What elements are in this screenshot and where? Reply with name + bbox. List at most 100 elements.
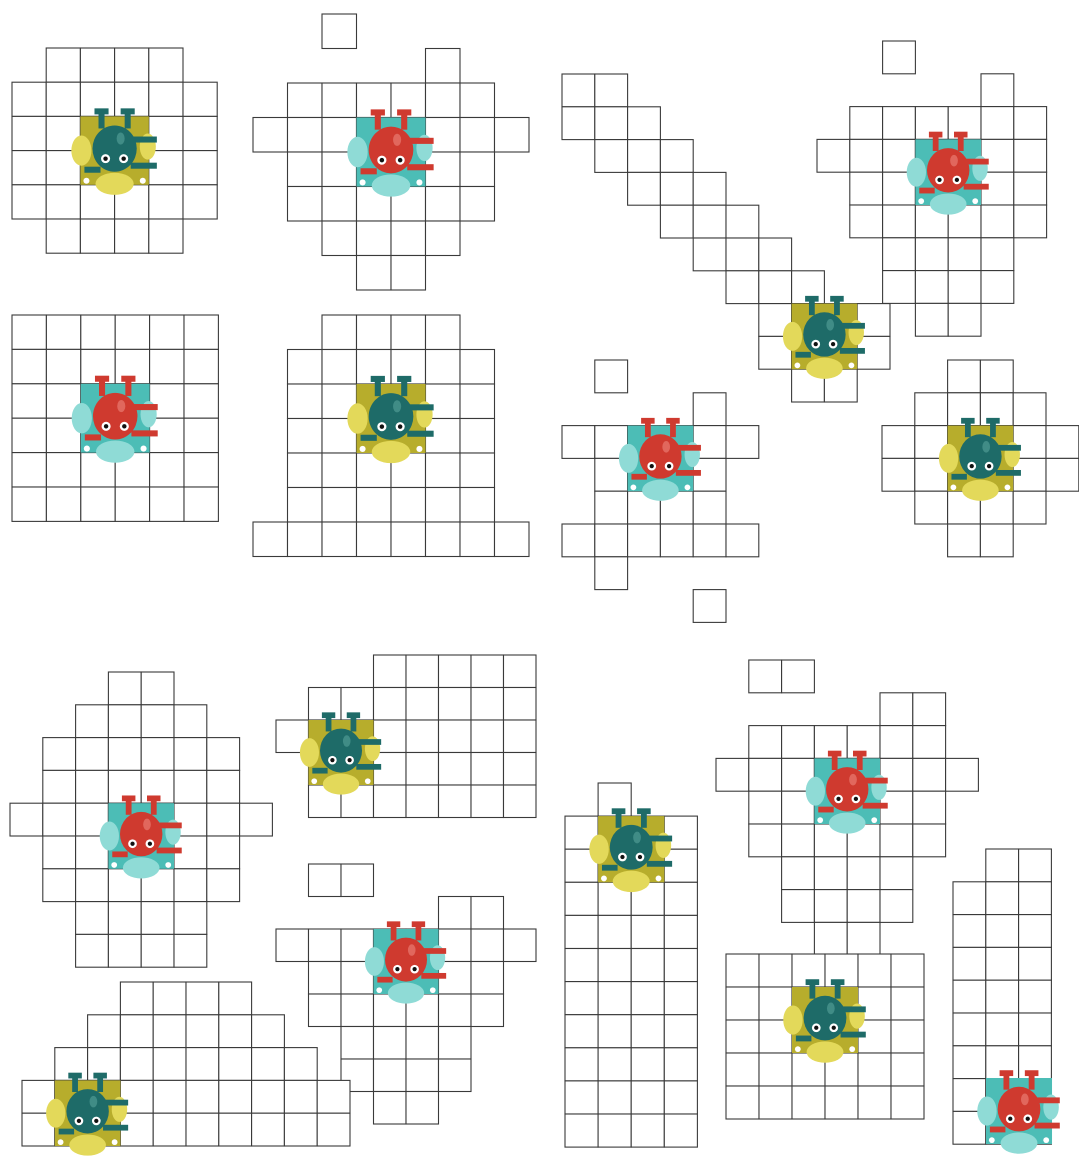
grid-cell[interactable]	[186, 1015, 219, 1048]
grid-cell[interactable]	[12, 315, 46, 349]
grid-cell[interactable]	[948, 303, 981, 336]
grid-cell[interactable]	[913, 693, 946, 726]
grid-cell[interactable]	[439, 994, 472, 1027]
grid-cell[interactable]	[426, 488, 461, 523]
grid-cell[interactable]	[1013, 491, 1046, 524]
grid-cell[interactable]	[726, 238, 759, 271]
grid-cell[interactable]	[426, 522, 461, 557]
grid-cell[interactable]	[565, 882, 598, 915]
grid-cell[interactable]	[628, 107, 661, 140]
grid-cell[interactable]	[120, 1048, 153, 1081]
grid-cell[interactable]	[948, 524, 981, 557]
grid-cell[interactable]	[341, 994, 374, 1027]
grid-cell[interactable]	[460, 384, 495, 419]
grid-cell[interactable]	[149, 219, 183, 253]
grid-cell[interactable]	[726, 987, 759, 1020]
grid-cell[interactable]	[562, 107, 595, 140]
grid-cell[interactable]	[631, 949, 664, 982]
grid-cell[interactable]	[495, 522, 530, 557]
grid-cell[interactable]	[439, 785, 472, 818]
grid-cell[interactable]	[317, 1113, 350, 1146]
grid-cell[interactable]	[88, 1015, 121, 1048]
grid-cell[interactable]	[374, 1027, 407, 1060]
grid-cell[interactable]	[883, 271, 916, 304]
grid-cell[interactable]	[153, 1015, 186, 1048]
grid-cell[interactable]	[749, 758, 782, 791]
grid-cell[interactable]	[120, 982, 153, 1015]
grid-cell[interactable]	[174, 934, 207, 967]
grid-cell[interactable]	[253, 522, 288, 557]
grid-cell[interactable]	[80, 48, 114, 82]
grid-cell[interactable]	[252, 1080, 285, 1113]
grid-cell[interactable]	[406, 1092, 439, 1125]
grid-cell[interactable]	[284, 1048, 317, 1081]
grid-cell[interactable]	[880, 726, 913, 759]
grid-cell[interactable]	[153, 1048, 186, 1081]
grid-cell[interactable]	[850, 139, 883, 172]
grid-cell[interactable]	[184, 453, 218, 487]
grid-cell[interactable]	[46, 185, 80, 219]
grid-cell[interactable]	[288, 453, 323, 488]
grid-cell[interactable]	[108, 738, 141, 771]
grid-cell[interactable]	[439, 655, 472, 688]
grid-cell[interactable]	[183, 151, 217, 185]
grid-cell[interactable]	[115, 487, 149, 521]
grid-cell[interactable]	[1019, 849, 1052, 882]
grid-cell[interactable]	[184, 487, 218, 521]
grid-cell[interactable]	[953, 882, 986, 915]
grid-cell[interactable]	[115, 48, 149, 82]
grid-cell[interactable]	[322, 187, 357, 222]
grid-cell[interactable]	[471, 655, 504, 688]
grid-cell[interactable]	[374, 785, 407, 818]
grid-cell[interactable]	[108, 902, 141, 935]
grid-cell[interactable]	[374, 655, 407, 688]
grid-cell[interactable]	[850, 172, 883, 205]
grid-cell[interactable]	[252, 1015, 285, 1048]
grid-cell[interactable]	[406, 655, 439, 688]
grid-cell[interactable]	[1019, 882, 1052, 915]
grid-cell[interactable]	[174, 738, 207, 771]
grid-cell[interactable]	[953, 1046, 986, 1079]
grid-cell[interactable]	[782, 660, 815, 693]
grid-cell[interactable]	[184, 418, 218, 452]
grid-cell[interactable]	[406, 720, 439, 753]
grid-cell[interactable]	[46, 82, 80, 116]
grid-cell[interactable]	[284, 1080, 317, 1113]
grid-cell[interactable]	[883, 107, 916, 140]
grid-cell[interactable]	[150, 453, 184, 487]
grid-cell[interactable]	[1014, 172, 1047, 205]
grid-cell[interactable]	[439, 1027, 472, 1060]
grid-cell[interactable]	[439, 753, 472, 786]
grid-cell[interactable]	[252, 1048, 285, 1081]
grid-cell[interactable]	[391, 488, 426, 523]
grid-cell[interactable]	[219, 982, 252, 1015]
grid-cell[interactable]	[108, 934, 141, 967]
grid-cell[interactable]	[1014, 139, 1047, 172]
grid-cell[interactable]	[219, 1048, 252, 1081]
grid-cell[interactable]	[322, 488, 357, 523]
grid-cell[interactable]	[891, 1086, 924, 1119]
grid-cell[interactable]	[460, 187, 495, 222]
grid-cell[interactable]	[12, 384, 46, 418]
grid-cell[interactable]	[882, 458, 915, 491]
grid-cell[interactable]	[406, 785, 439, 818]
grid-cell[interactable]	[207, 836, 240, 869]
grid-cell[interactable]	[341, 864, 374, 897]
grid-cell[interactable]	[153, 1080, 186, 1113]
grid-cell[interactable]	[891, 1020, 924, 1053]
grid-cell[interactable]	[986, 882, 1019, 915]
grid-cell[interactable]	[693, 491, 726, 524]
grid-cell[interactable]	[631, 982, 664, 1015]
grid-cell[interactable]	[847, 857, 880, 890]
grid-cell[interactable]	[174, 770, 207, 803]
grid-cell[interactable]	[595, 107, 628, 140]
grid-cell[interactable]	[759, 271, 792, 304]
grid-cell[interactable]	[150, 349, 184, 383]
grid-cell[interactable]	[504, 929, 537, 962]
grid-cell[interactable]	[660, 172, 693, 205]
grid-cell[interactable]	[759, 1086, 792, 1119]
grid-cell[interactable]	[12, 82, 46, 116]
grid-cell[interactable]	[174, 705, 207, 738]
grid-cell[interactable]	[565, 949, 598, 982]
grid-cell[interactable]	[183, 82, 217, 116]
